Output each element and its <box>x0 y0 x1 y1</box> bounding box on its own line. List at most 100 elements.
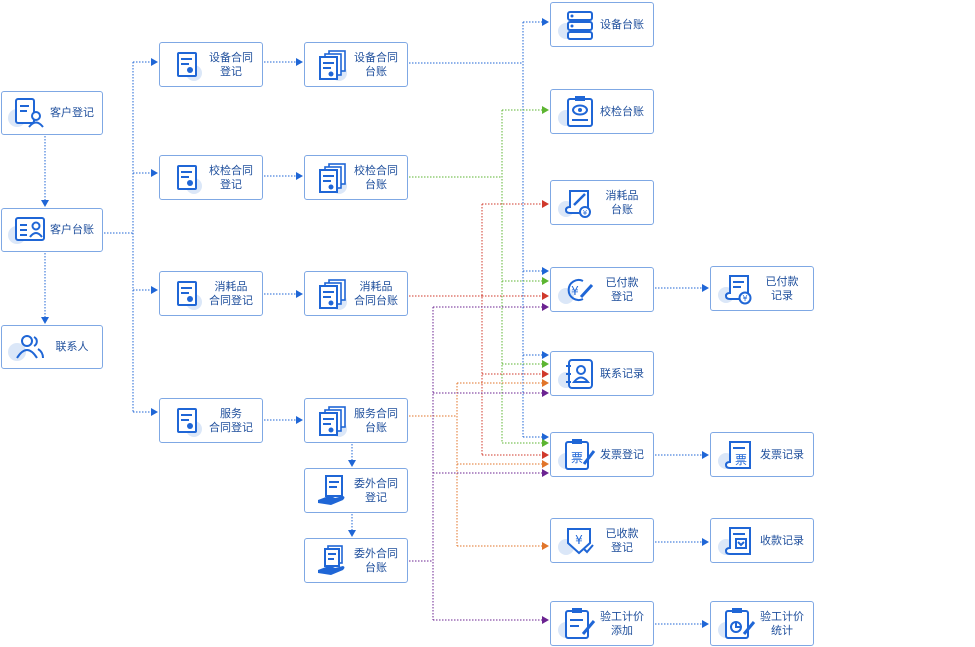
hand-doc-icon <box>315 543 351 579</box>
id-card-icon <box>8 212 48 248</box>
node-outsource-contract-reg[interactable]: 委外合同 登记 <box>304 468 408 513</box>
svg-text:¥: ¥ <box>571 284 579 298</box>
node-label: 验工计价 统计 <box>760 610 804 637</box>
node-label: 发票登记 <box>600 448 644 461</box>
node-label: 校检合同 登记 <box>209 164 253 191</box>
arrowhead <box>542 389 549 397</box>
arrowhead <box>542 469 549 477</box>
arrowhead <box>542 351 549 359</box>
node-label: 服务合同 台账 <box>354 407 398 434</box>
clipboard-pen-icon <box>558 606 597 642</box>
node-consum-contract-reg[interactable]: 消耗品 合同登记 <box>159 271 263 316</box>
node-received-register[interactable]: ¥ 已收款 登记 <box>550 518 654 563</box>
node-label: 消耗品 合同登记 <box>209 280 253 307</box>
yuan-pen-icon: ¥ <box>558 272 597 308</box>
arrowhead <box>151 408 158 416</box>
node-equip-contract-reg[interactable]: 设备合同 登记 <box>159 42 263 87</box>
arrowhead <box>542 433 549 441</box>
node-contact-record[interactable]: 联系记录 <box>550 351 654 396</box>
node-label: 委外合同 台账 <box>354 547 398 574</box>
arrowhead <box>542 542 549 550</box>
node-label: 消耗品 台账 <box>605 189 639 216</box>
arrowhead <box>542 18 549 26</box>
node-consum-contract-ledger[interactable]: 消耗品 合同台账 <box>304 271 408 316</box>
node-inspection-stats[interactable]: 验工计价 统计 <box>710 601 814 646</box>
node-label: 委外合同 登记 <box>354 477 398 504</box>
arrowhead <box>151 286 158 294</box>
node-consum-ledger[interactable]: ¥ 消耗品 台账 <box>550 180 654 225</box>
node-calib-contract-reg[interactable]: 校检合同 登记 <box>159 155 263 200</box>
node-label: 已付款 登记 <box>605 276 639 303</box>
svg-text:票: 票 <box>571 451 583 465</box>
arrowhead <box>296 290 303 298</box>
node-label: 验工计价 添加 <box>600 610 644 637</box>
node-label: 已付款 记录 <box>765 275 799 302</box>
node-calib-ledger[interactable]: 校检台账 <box>550 89 654 134</box>
node-paid-record[interactable]: ¥ 已付款 记录 <box>710 266 814 311</box>
node-label: 设备合同 台账 <box>354 51 398 78</box>
node-invoice-register[interactable]: 票 发票登记 <box>550 432 654 477</box>
svg-text:¥: ¥ <box>583 209 588 217</box>
arrowhead <box>702 284 709 292</box>
node-label: 服务 合同登记 <box>209 407 253 434</box>
arrowhead <box>702 620 709 628</box>
node-equip-contract-ledger[interactable]: 设备合同 台账 <box>304 42 408 87</box>
arrowhead <box>296 58 303 66</box>
node-received-record[interactable]: 收款记录 <box>710 518 814 563</box>
arrowhead <box>151 58 158 66</box>
arrowhead <box>542 267 549 275</box>
arrowhead <box>348 460 356 467</box>
arrowhead <box>542 460 549 468</box>
contract-doc-icon <box>170 403 206 439</box>
arrowhead <box>702 538 709 546</box>
person-form-icon <box>8 95 48 131</box>
arrowhead <box>542 439 549 447</box>
node-invoice-record[interactable]: 票 发票记录 <box>710 432 814 477</box>
node-paid-register[interactable]: ¥ 已付款 登记 <box>550 267 654 312</box>
node-outsource-contract-ledger[interactable]: 委外合同 台账 <box>304 538 408 583</box>
node-equip-ledger[interactable]: 设备台账 <box>550 2 654 47</box>
arrowhead <box>542 616 549 624</box>
pen-scroll-icon: ¥ <box>558 185 597 221</box>
node-label: 联系人 <box>55 341 89 353</box>
arrowhead <box>542 106 549 114</box>
node-label: 客户登记 <box>50 107 94 119</box>
arrowhead <box>41 317 49 324</box>
arrowhead <box>542 292 549 300</box>
invoice-pen-icon: 票 <box>558 437 597 473</box>
node-customer-register[interactable]: 客户登记 <box>1 91 103 135</box>
address-book-icon <box>558 356 597 392</box>
scroll-download-icon <box>718 523 757 559</box>
node-calib-contract-ledger[interactable]: 校检合同 台账 <box>304 155 408 200</box>
node-label: 已收款 登记 <box>605 527 639 554</box>
arrowhead <box>542 303 549 311</box>
arrowhead <box>296 172 303 180</box>
contract-doc-icon <box>170 47 206 83</box>
arrowhead <box>41 200 49 207</box>
arrowhead <box>151 169 158 177</box>
hand-doc-icon <box>315 473 351 509</box>
node-label: 发票记录 <box>760 448 804 461</box>
contract-doc-icon <box>170 160 206 196</box>
node-service-contract-ledger[interactable]: 服务合同 台账 <box>304 398 408 443</box>
contract-doc-icon <box>170 276 206 312</box>
node-inspection-add[interactable]: 验工计价 添加 <box>550 601 654 646</box>
server-icon <box>558 7 597 43</box>
svg-text:¥: ¥ <box>575 533 583 547</box>
clipboard-chart-icon <box>718 606 757 642</box>
stacked-docs-icon <box>315 47 351 83</box>
arrowhead <box>348 530 356 537</box>
svg-text:¥: ¥ <box>742 294 747 303</box>
node-service-contract-reg[interactable]: 服务 合同登记 <box>159 398 263 443</box>
arrowhead <box>542 200 549 208</box>
node-customer-ledger[interactable]: 客户台账 <box>1 208 103 252</box>
arrowhead <box>542 451 549 459</box>
scroll-invoice-icon: 票 <box>718 437 757 473</box>
node-contacts[interactable]: 联系人 <box>1 325 103 369</box>
arrowhead <box>702 451 709 459</box>
node-label: 消耗品 合同台账 <box>354 280 398 307</box>
arrowhead <box>542 370 549 378</box>
scroll-yuan-icon: ¥ <box>718 271 757 307</box>
